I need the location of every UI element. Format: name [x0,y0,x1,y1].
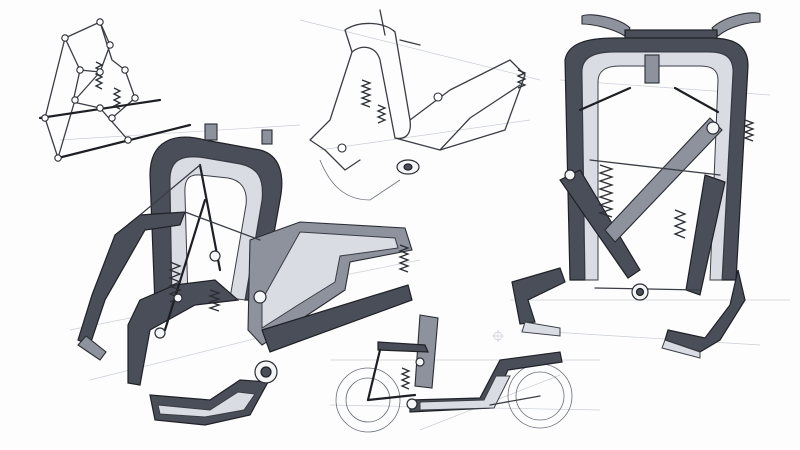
scooter-side-elevation [335,314,573,433]
frame-front-elevation [511,12,761,359]
frame-perspective-top [309,9,527,201]
linkage-schematic [38,18,192,162]
frame-perspective-front [77,123,413,426]
